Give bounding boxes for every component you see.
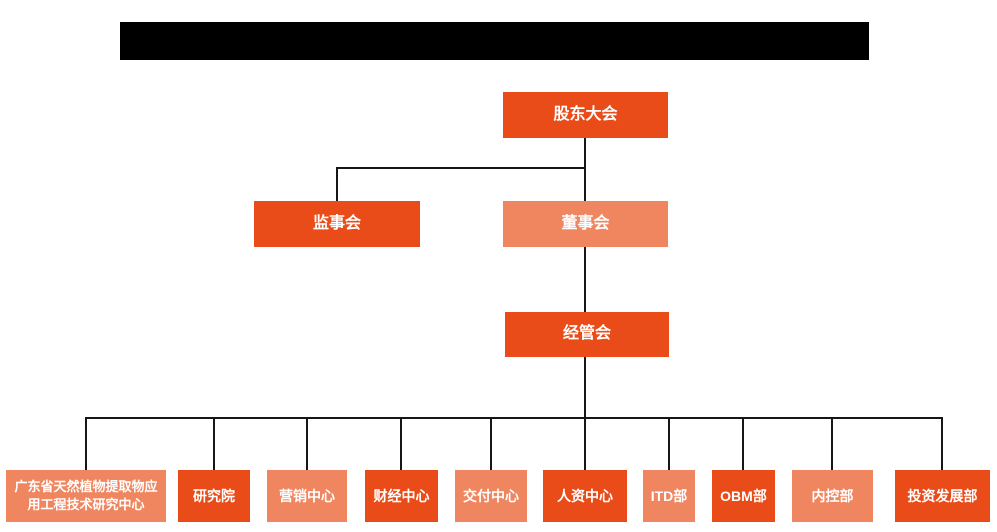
node-dept-marketing-center: 营销中心 — [267, 470, 347, 522]
connector-management-to-bus — [584, 357, 586, 419]
node-dept-internal-control: 内控部 — [792, 470, 873, 522]
node-board-of-directors: 董事会 — [503, 201, 668, 247]
node-dept-obm: OBM部 — [712, 470, 775, 522]
node-supervisory-board: 监事会 — [254, 201, 420, 247]
connector-drop-9 — [831, 417, 833, 471]
connector-drop-3 — [306, 417, 308, 471]
connector-branch-horizontal — [336, 167, 586, 169]
connector-drop-6 — [584, 417, 586, 471]
connector-drop-5 — [490, 417, 492, 471]
node-dept-research-center: 广东省天然植物提取物应用工程技术研究中心 — [6, 470, 166, 522]
node-dept-hr-center: 人资中心 — [543, 470, 627, 522]
connector-drop-4 — [400, 417, 402, 471]
connector-drop-8 — [742, 417, 744, 471]
connector-drop-10 — [941, 417, 943, 471]
node-shareholders-meeting: 股东大会 — [503, 92, 668, 138]
connector-board-to-management — [584, 247, 586, 313]
node-dept-investment-development: 投资发展部 — [895, 470, 990, 522]
connector-branch-to-supervisory — [336, 167, 338, 202]
node-dept-itd: ITD部 — [643, 470, 695, 522]
node-dept-research-institute: 研究院 — [178, 470, 250, 522]
node-management-committee: 经管会 — [505, 312, 669, 357]
node-dept-delivery-center: 交付中心 — [455, 470, 527, 522]
connector-drop-7 — [668, 417, 670, 471]
node-dept-finance-center: 财经中心 — [365, 470, 438, 522]
connector-drop-2 — [213, 417, 215, 471]
connector-bus-horizontal — [85, 417, 943, 419]
redacted-title-bar — [120, 22, 869, 60]
connector-drop-1 — [85, 417, 87, 471]
connector-shareholders-to-board — [584, 138, 586, 202]
